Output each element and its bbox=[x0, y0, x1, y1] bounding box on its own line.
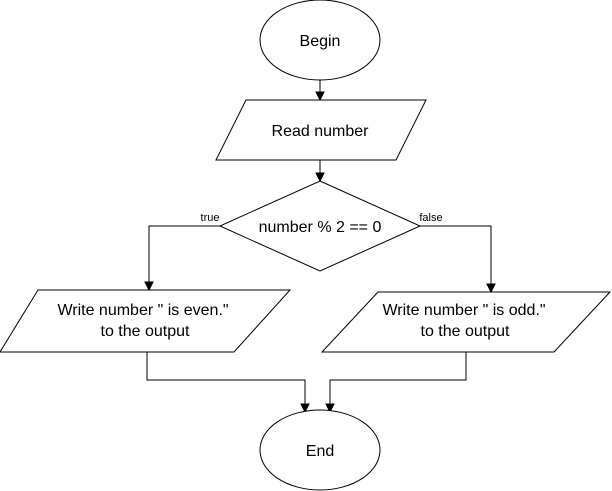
decision-node: number % 2 == 0 bbox=[218, 180, 422, 272]
edge-odd-end bbox=[325, 352, 467, 414]
even-output-node: Write number " is even." to the output bbox=[0, 289, 292, 353]
true-label: true bbox=[201, 212, 220, 224]
even-output-line2: to the output bbox=[101, 323, 191, 340]
even-output-line1: Write number " is even." bbox=[57, 302, 228, 319]
decision-label: number % 2 == 0 bbox=[259, 219, 382, 236]
begin-label: Begin bbox=[300, 33, 341, 50]
edge-even-end bbox=[146, 352, 310, 414]
edge-false: false bbox=[419, 212, 496, 294]
odd-output-node: Write number " is odd." to the output bbox=[320, 291, 612, 353]
odd-output-line2: to the output bbox=[421, 323, 511, 340]
edge-true: true bbox=[144, 212, 220, 292]
edge-read-decision bbox=[315, 160, 325, 183]
end-label: End bbox=[306, 443, 334, 460]
begin-node: Begin bbox=[259, 0, 381, 81]
edge-begin-read bbox=[315, 80, 325, 102]
end-node: End bbox=[259, 409, 381, 491]
read-number-label: Read number bbox=[272, 123, 370, 140]
false-label: false bbox=[419, 212, 442, 224]
odd-output-line1: Write number " is odd." bbox=[382, 302, 545, 319]
read-number-node: Read number bbox=[215, 99, 427, 161]
